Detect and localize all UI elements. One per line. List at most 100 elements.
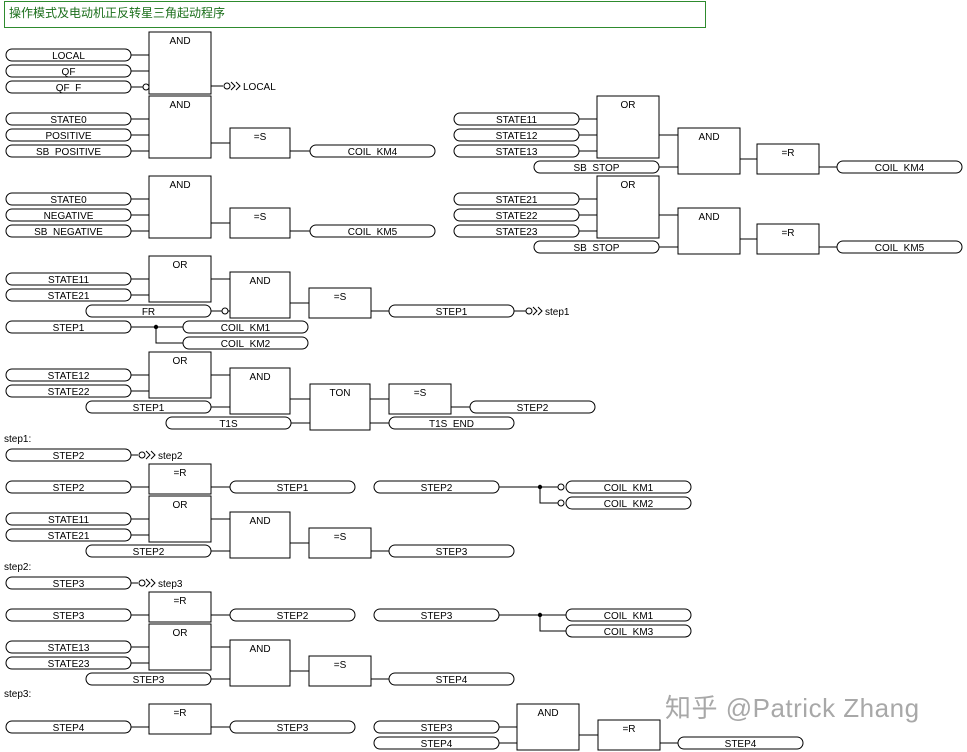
coil-km5-reset-label: COIL_KM5 xyxy=(875,243,925,254)
coil-km4-reset[interactable] xyxy=(836,160,963,174)
wire xyxy=(539,487,558,504)
reset-block-step1-label: =R xyxy=(173,468,186,479)
var-state0-label: STATE0 xyxy=(50,115,87,126)
section-step2: step2: xyxy=(4,562,31,573)
reset-block-step2-label: =R xyxy=(173,596,186,607)
coil-km1-c[interactable] xyxy=(565,608,692,622)
or-block-step1 xyxy=(148,255,212,303)
var-step3-reset[interactable] xyxy=(229,720,356,734)
or-block-step4-label: OR xyxy=(173,628,188,639)
negation-circle xyxy=(557,483,565,491)
set-block-step1-label: =S xyxy=(334,292,347,303)
var-step4-final[interactable] xyxy=(677,736,804,750)
ton-timer-label: TON xyxy=(330,388,351,399)
var-state22-t-label: STATE22 xyxy=(48,387,90,398)
wire xyxy=(150,578,156,588)
coil-km1-b[interactable] xyxy=(565,480,692,494)
reset-block-km4 xyxy=(756,143,820,175)
and-block-final xyxy=(516,703,580,751)
var-step4-out[interactable] xyxy=(388,672,515,686)
var-step4-out-label: STEP4 xyxy=(436,675,468,686)
var-step2-and-label: STEP2 xyxy=(133,547,165,558)
or-block-km5 xyxy=(596,175,660,239)
coil-km2-a-label: COIL_KM2 xyxy=(221,339,271,350)
negation-circle xyxy=(223,82,231,90)
coil-km5-reset[interactable] xyxy=(836,240,963,254)
coil-km4[interactable] xyxy=(309,144,436,158)
coil-km4-label: COIL_KM4 xyxy=(348,147,398,158)
or-block-ton xyxy=(148,351,212,399)
reset-block-step3-label: =R xyxy=(173,708,186,719)
set-block-step4-label: =S xyxy=(334,660,347,671)
var-state0-n-label: STATE0 xyxy=(50,195,87,206)
and-block-km5-reset xyxy=(677,207,741,255)
var-step1-reset-label: STEP1 xyxy=(277,483,309,494)
var-state11-s1-label: STATE11 xyxy=(48,275,90,286)
jump-step1: step1 xyxy=(545,307,570,318)
reset-block-final-label: =R xyxy=(622,724,635,735)
negation-circle xyxy=(138,579,146,587)
and-block-local-label: AND xyxy=(169,36,190,47)
and-block-km5-reset-label: AND xyxy=(698,212,719,223)
coil-km3[interactable] xyxy=(565,624,692,638)
watermark: 知乎 @Patrick Zhang xyxy=(665,693,920,723)
var-state13-s3-label: STATE13 xyxy=(48,643,90,654)
reset-block-km4-label: =R xyxy=(781,148,794,159)
set-block-step1 xyxy=(308,287,372,319)
and-block-ton xyxy=(229,367,291,415)
set-block-step2-label: =S xyxy=(414,388,427,399)
and-block-step3 xyxy=(229,511,291,559)
negation-circle xyxy=(138,451,146,459)
var-step2-jmp-label: STEP2 xyxy=(53,451,85,462)
var-qf-label: QF xyxy=(62,67,76,78)
var-step2-reset-label: STEP2 xyxy=(277,611,309,622)
var-t1s-label: T1S xyxy=(219,419,238,430)
reset-block-km5-label: =R xyxy=(781,228,794,239)
and-block-step4 xyxy=(229,639,291,687)
wire xyxy=(532,306,538,316)
set-block-km5-label: =S xyxy=(254,212,267,223)
var-step3-out[interactable] xyxy=(388,544,515,558)
reset-block-step1 xyxy=(148,463,212,495)
var-step2-reset[interactable] xyxy=(229,608,356,622)
set-block-km4-label: =S xyxy=(254,132,267,143)
wire xyxy=(155,327,183,344)
var-t1s-end-label: T1S_END xyxy=(429,419,474,430)
var-step3-and2-label: STEP3 xyxy=(421,723,453,734)
jump-step2: step2 xyxy=(158,451,183,462)
jump-step3: step3 xyxy=(158,579,183,590)
var-step1-in-label: STEP1 xyxy=(53,323,85,334)
var-state11-s2-label: STATE11 xyxy=(48,515,90,526)
ton-timer xyxy=(309,383,371,431)
var-state12-label: STATE12 xyxy=(496,131,538,142)
var-step1-reset[interactable] xyxy=(229,480,356,494)
wire xyxy=(539,615,566,632)
and-block-km4-reset xyxy=(677,127,741,175)
var-step4-and2-label: STEP4 xyxy=(421,739,453,750)
jump-local: LOCAL xyxy=(243,82,276,93)
or-block-step1-label: OR xyxy=(173,260,188,271)
var-state13-label: STATE13 xyxy=(496,147,538,158)
var-state23-s3-label: STATE23 xyxy=(48,659,90,670)
var-step3-jmp-label: STEP3 xyxy=(53,579,85,590)
coil-km1-c-label: COIL_KM1 xyxy=(604,611,654,622)
var-step2-c-label: STEP2 xyxy=(421,483,453,494)
or-block-step4 xyxy=(148,623,212,671)
or-block-km5-label: OR xyxy=(621,180,636,191)
wire xyxy=(145,578,151,588)
or-block-step3-label: OR xyxy=(173,500,188,511)
or-block-step3 xyxy=(148,495,212,543)
var-step2-out[interactable] xyxy=(469,400,596,414)
coil-km2-b[interactable] xyxy=(565,496,692,510)
var-state22-label: STATE22 xyxy=(496,211,538,222)
var-sb-stop-2-label: SB_STOP xyxy=(574,243,620,254)
set-block-km5 xyxy=(229,207,291,239)
var-step1-ton-label: STEP1 xyxy=(133,403,165,414)
var-fr-label: FR xyxy=(142,307,155,318)
negation-circle xyxy=(557,499,565,507)
wire xyxy=(537,306,543,316)
coil-km5[interactable] xyxy=(309,224,436,238)
reset-block-step2 xyxy=(148,591,212,623)
coil-km5-label: COIL_KM5 xyxy=(348,227,398,238)
